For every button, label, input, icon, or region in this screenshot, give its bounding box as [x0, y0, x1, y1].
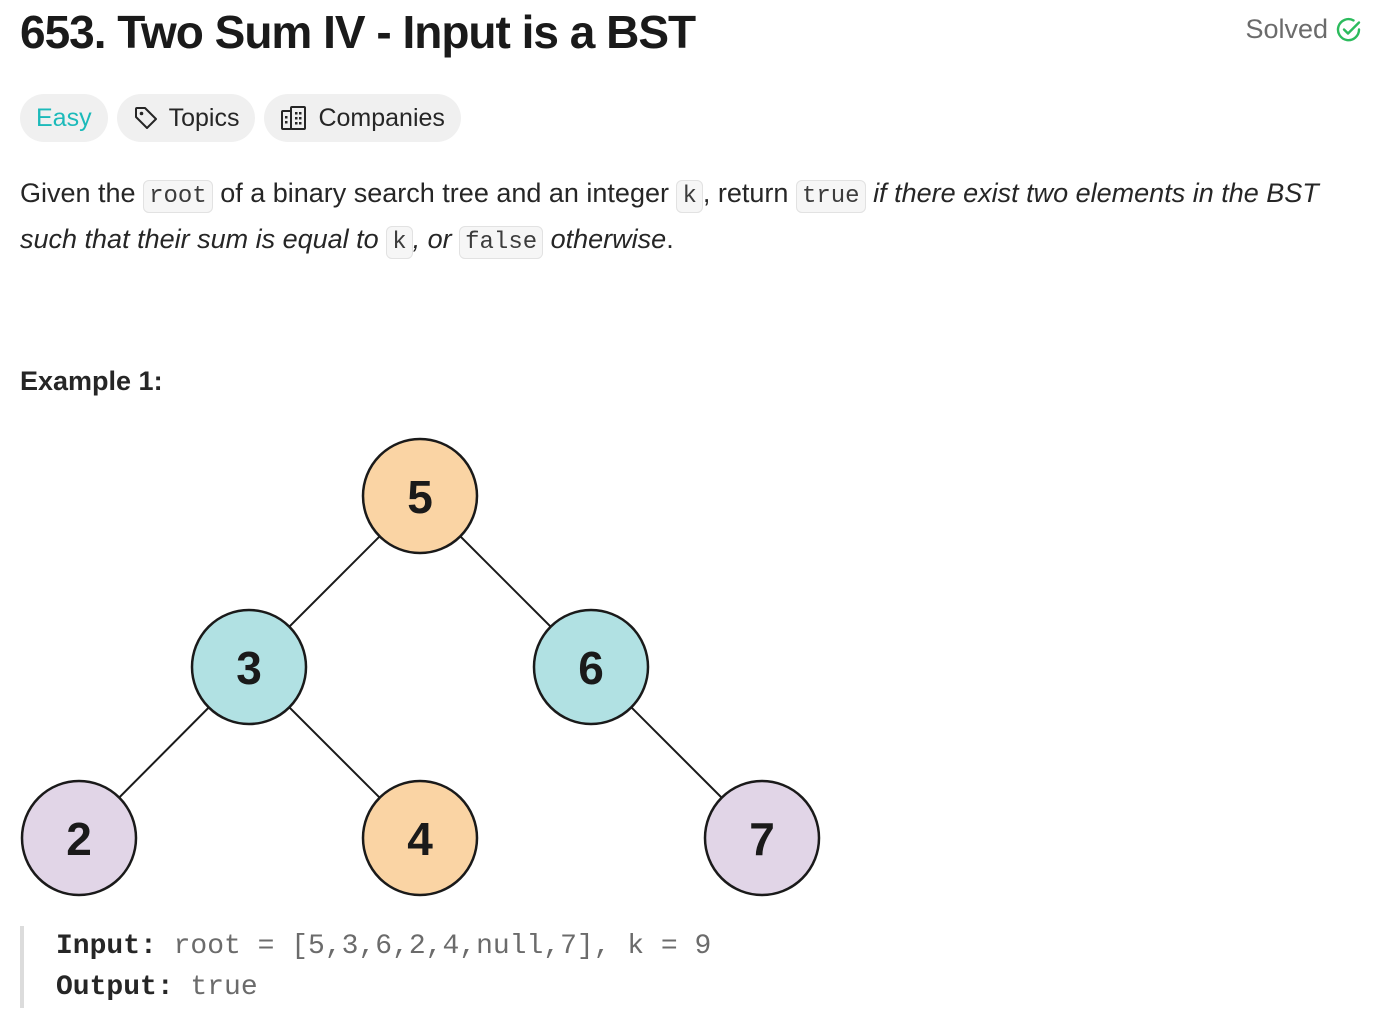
tree-node-circle	[361, 779, 479, 897]
example-title: Example 1:	[20, 366, 163, 396]
input-value: root = [5,3,6,2,4,null,7], k = 9	[156, 931, 712, 962]
desc-italic: if there exist two elements in the BST s…	[20, 178, 1319, 254]
companies-button[interactable]: Companies	[264, 94, 461, 142]
code-false: false	[459, 226, 544, 259]
bst-diagram: 5 3 6 2 4 7	[20, 437, 821, 897]
tree-node-label: 3	[236, 642, 262, 694]
code-k: k	[676, 180, 703, 213]
companies-label: Companies	[318, 103, 445, 132]
difficulty-badge[interactable]: Easy	[20, 94, 108, 142]
tree-node-label: 5	[407, 471, 433, 523]
topics-button[interactable]: Topics	[116, 94, 256, 142]
building-icon	[280, 105, 308, 131]
topics-label: Topics	[168, 103, 240, 132]
tree-node-label: 2	[66, 813, 92, 865]
solved-status: Solved	[1245, 14, 1362, 45]
output-label: Output:	[56, 972, 174, 1003]
check-circle-icon	[1336, 17, 1362, 43]
tree-node-label: 7	[749, 813, 775, 865]
tree-node-label: 6	[578, 642, 604, 694]
desc-text	[866, 178, 874, 208]
tree-node-circle	[190, 608, 308, 726]
desc-text: Given the	[20, 178, 144, 208]
solved-label: Solved	[1245, 14, 1328, 44]
desc-italic: , or	[412, 224, 460, 254]
desc-text: .	[666, 224, 674, 254]
output-value: true	[173, 972, 258, 1003]
problem-title: 653. Two Sum IV - Input is a BST	[20, 6, 696, 58]
code-true: true	[795, 180, 866, 213]
code-k: k	[386, 226, 413, 259]
code-root: root	[143, 180, 213, 213]
tree-node-circle	[20, 779, 138, 897]
input-label: Input:	[56, 931, 157, 962]
tree-node-circle	[703, 779, 821, 897]
example-io-block: Input: root = [5,3,6,2,4,null,7], k = 9 …	[20, 926, 711, 1008]
tree-node-circle	[361, 437, 479, 555]
problem-description: Given the root of a binary search tree a…	[20, 172, 1365, 264]
tree-node-circle	[532, 608, 650, 726]
desc-text: , return	[702, 178, 796, 208]
desc-italic: otherwise	[543, 224, 667, 254]
tag-icon	[133, 105, 159, 131]
tree-node-label: 4	[407, 813, 433, 865]
tag-row: Easy Topics Companies	[20, 94, 461, 142]
difficulty-label: Easy	[36, 103, 92, 132]
desc-text: of a binary search tree and an integer	[212, 178, 677, 208]
